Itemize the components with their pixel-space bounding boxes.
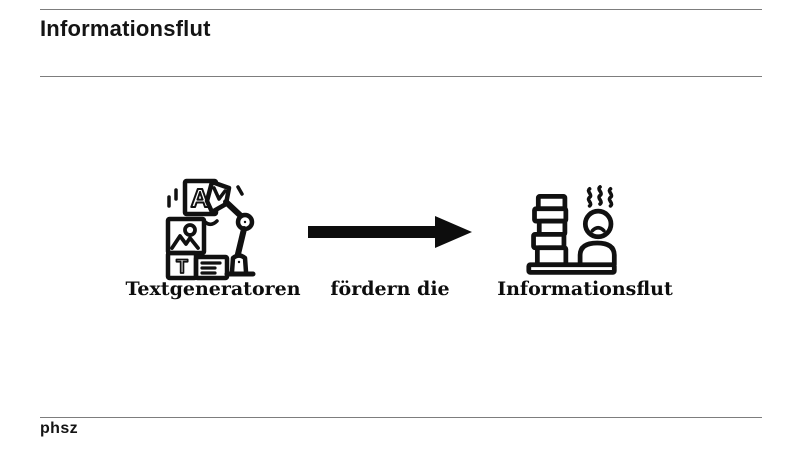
book-stack-overwhelmed-person-icon [526, 185, 617, 275]
document-letter-t: T [176, 257, 188, 278]
generated-letter-a: A [191, 183, 210, 213]
right-arrow-icon [308, 216, 472, 248]
relation-arrow [308, 215, 472, 249]
slide-title: Informationsflut [40, 16, 211, 41]
phsz-logo: phsz [40, 420, 79, 437]
label-informationsflut: Informationsflut [497, 278, 673, 300]
top-rule [40, 9, 762, 10]
title-rule [40, 76, 762, 77]
figure-textgeneratoren: A T [163, 176, 263, 282]
text-generator-robot-arm-icon: A T [165, 178, 256, 281]
label-foerdern-die: fördern die [330, 278, 450, 300]
label-textgeneratoren: Textgeneratoren [125, 278, 301, 300]
footer-rule [40, 417, 762, 418]
figure-informationsflut [525, 185, 620, 280]
